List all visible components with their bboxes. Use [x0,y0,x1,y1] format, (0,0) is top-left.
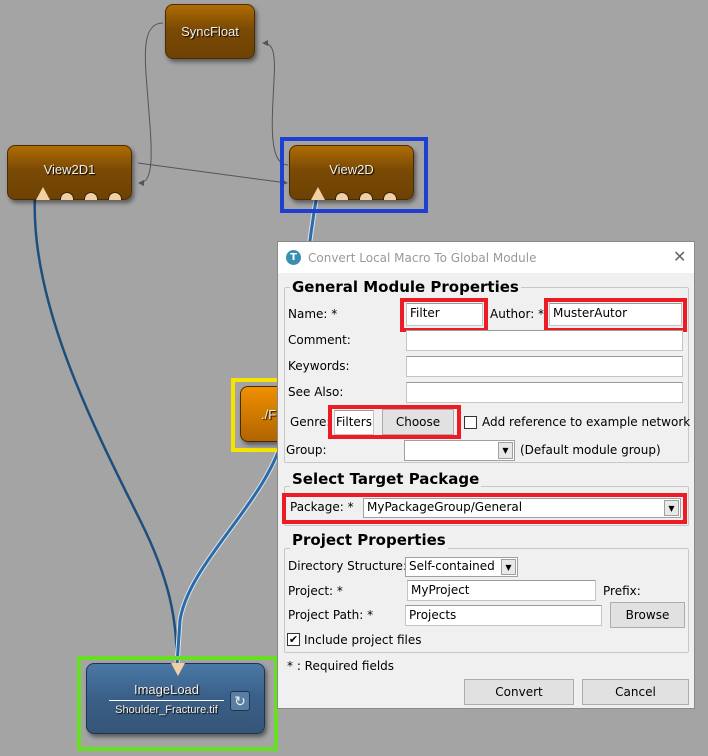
input-port[interactable] [359,192,373,200]
comment-label: Comment: [288,333,351,347]
group-select[interactable]: ▼ [404,440,515,461]
dialog-title: Convert Local Macro To Global Module [308,251,537,265]
wire-syncfloat-view2d1 [138,22,164,186]
include-project-files-label: Include project files [304,633,422,647]
author-input[interactable]: MusterAutor [549,303,682,326]
cancel-button[interactable]: Cancel [582,679,689,705]
genre-input[interactable]: Filters [334,410,374,435]
input-port-triangle[interactable] [311,187,325,200]
comment-input[interactable] [406,330,683,351]
project-input[interactable]: MyProject [407,580,596,601]
prefix-label: Prefix: [603,584,641,598]
choose-button[interactable]: Choose [382,409,454,435]
wire-view2d1-view2d [137,162,288,186]
input-port[interactable] [335,192,349,200]
genre-label: Genre: [290,415,331,429]
package-select[interactable]: MyPackageGroup/General▼ [363,498,681,518]
target-package-title: Select Target Package [290,470,482,488]
input-port[interactable] [60,192,74,200]
required-note: * : Required fields [287,659,395,673]
highlight-name [400,298,488,332]
project-label: Project: * [288,584,343,598]
name-input[interactable]: Filter [406,303,483,326]
wire-view2d-syncfloat [262,40,289,166]
node-syncfloat[interactable]: SyncFloat [165,4,255,59]
browse-button[interactable]: Browse [610,602,685,628]
keywords-input[interactable] [406,356,683,377]
reload-icon[interactable]: ↻ [230,691,250,711]
chevron-down-icon: ▼ [498,442,513,459]
keywords-label: Keywords: [288,359,350,373]
close-icon[interactable]: ✕ [673,247,687,266]
package-label: Package: * [290,500,354,514]
include-project-files-checkbox[interactable]: ✔ [287,633,300,646]
general-properties-title: General Module Properties [290,278,521,296]
directory-structure-select[interactable]: Self-contained▼ [405,557,518,577]
node-view2d[interactable]: View2D [289,145,414,200]
chevron-down-icon: ▼ [501,559,516,575]
input-port[interactable] [108,192,122,200]
project-properties-title: Project Properties [290,531,448,549]
author-label: Author: * [490,307,545,321]
input-port[interactable] [383,192,397,200]
divider [109,699,224,701]
input-port-triangle[interactable] [36,187,50,200]
highlight-author [544,298,687,332]
project-path-label: Project Path: * [288,608,374,622]
project-path-input[interactable]: Projects [405,605,602,626]
dialog-titlebar: T Convert Local Macro To Global Module ✕ [278,242,694,273]
chevron-down-icon: ▼ [664,500,679,516]
see-also-label: See Also: [288,385,344,399]
convert-macro-dialog: T Convert Local Macro To Global Module ✕… [277,241,695,709]
highlight-green [77,656,278,751]
highlight-package [282,493,687,524]
directory-structure-label: Directory Structure: [288,559,407,573]
wire-view2d1-imageload [33,194,179,666]
add-reference-label: Add reference to example network [482,415,691,429]
see-also-input[interactable] [406,382,683,403]
app-icon: T [286,250,301,265]
convert-button[interactable]: Convert [464,679,574,705]
group-hint: (Default module group) [520,443,661,457]
node-imageload[interactable]: ImageLoad Shoulder_Fracture.tif ↻ [86,663,265,734]
highlight-blue [280,137,428,213]
node-view2d1[interactable]: View2D1 [7,145,132,200]
highlight-genre [328,405,461,439]
add-reference-checkbox[interactable] [464,416,477,429]
group-label: Group: [286,443,327,457]
input-port[interactable] [84,192,98,200]
input-port-triangle[interactable] [171,663,185,676]
name-label: Name: * [288,307,338,321]
project-properties-group [284,548,689,653]
